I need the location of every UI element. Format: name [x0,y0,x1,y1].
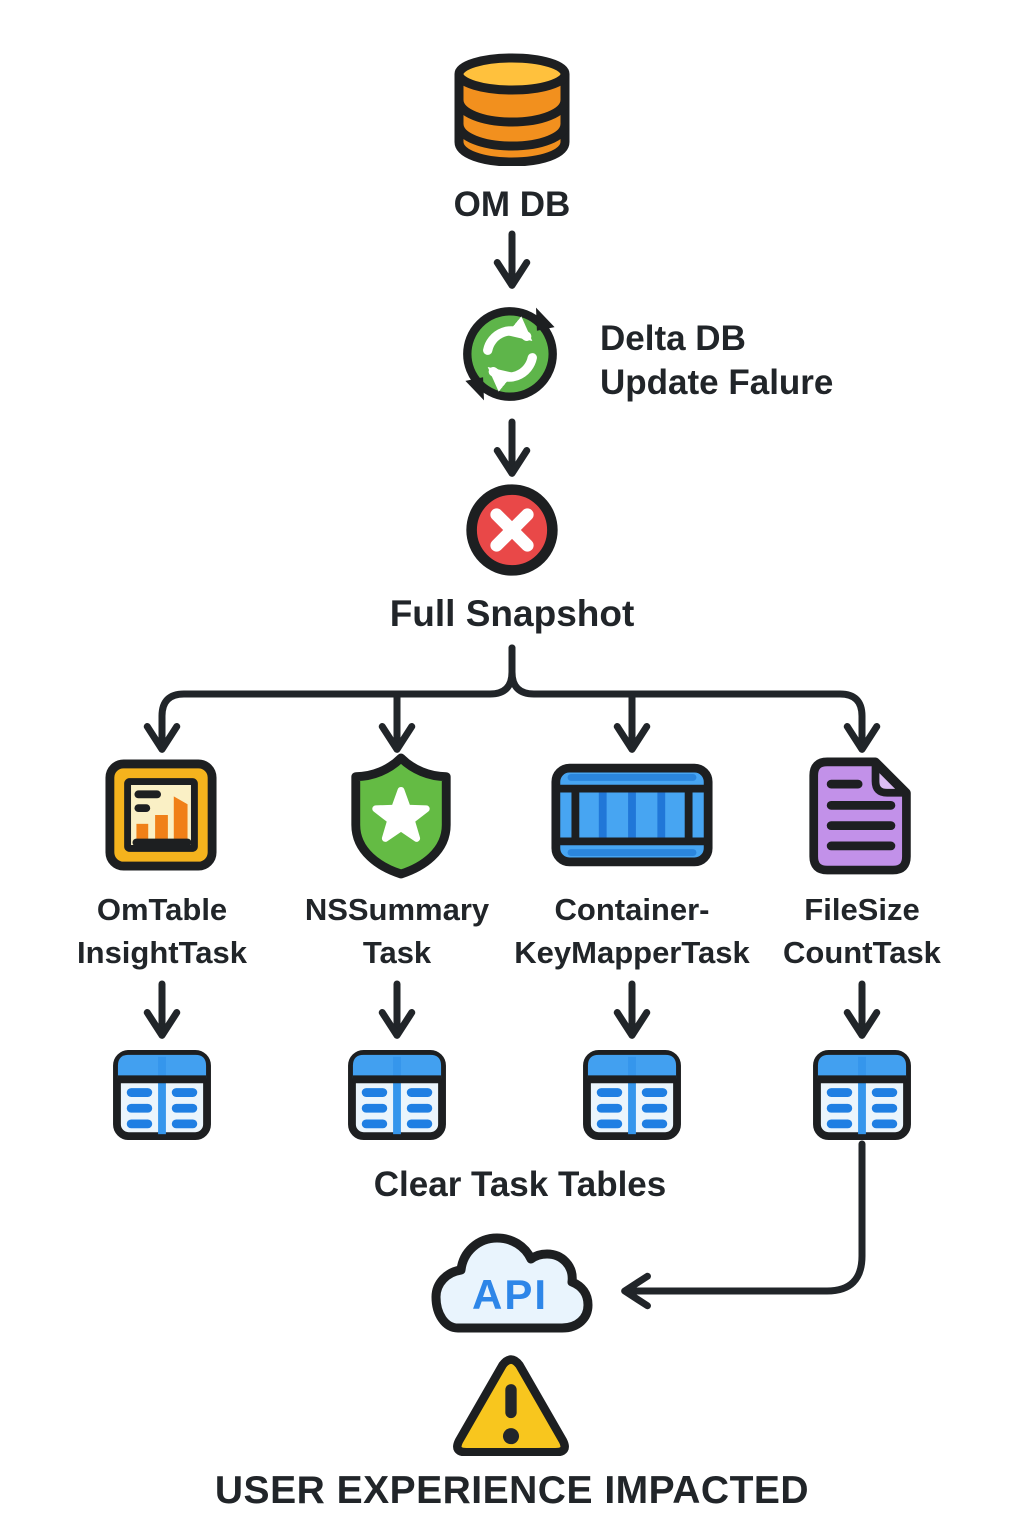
table-icon [113,1049,211,1141]
full-snapshot-label: Full Snapshot [389,593,635,634]
task-label-omtable-insight: OmTable InsightTask [77,892,247,970]
bar-chart-icon [105,759,217,871]
sync-failure-label: Delta DB Update Falure [600,319,834,403]
task-label-container-keymapper: Container- KeyMapperTask [514,892,750,970]
task-label-nssummary: NSSummary Task [304,892,490,970]
shield-star-icon [351,753,451,879]
api-label: API [471,1271,548,1318]
warning-triangle-icon [453,1355,569,1456]
database-icon [454,53,570,166]
error-x-icon [466,484,558,576]
document-icon [809,757,911,875]
task-label-filesize-count: FileSize CountTask [783,892,941,970]
clear-task-tables-label: Clear Task Tables [373,1165,667,1204]
user-experience-impacted-label: USER EXPERIENCE IMPACTED [214,1469,810,1512]
table-icon [813,1049,911,1141]
sync-icon [463,307,557,401]
cloud-icon [431,1233,593,1333]
container-icon [551,763,713,867]
table-icon [348,1049,446,1141]
branch-left [143,644,516,753]
table-icon [583,1049,681,1141]
db-label: OM DB [453,185,571,224]
branch-right [508,644,881,753]
